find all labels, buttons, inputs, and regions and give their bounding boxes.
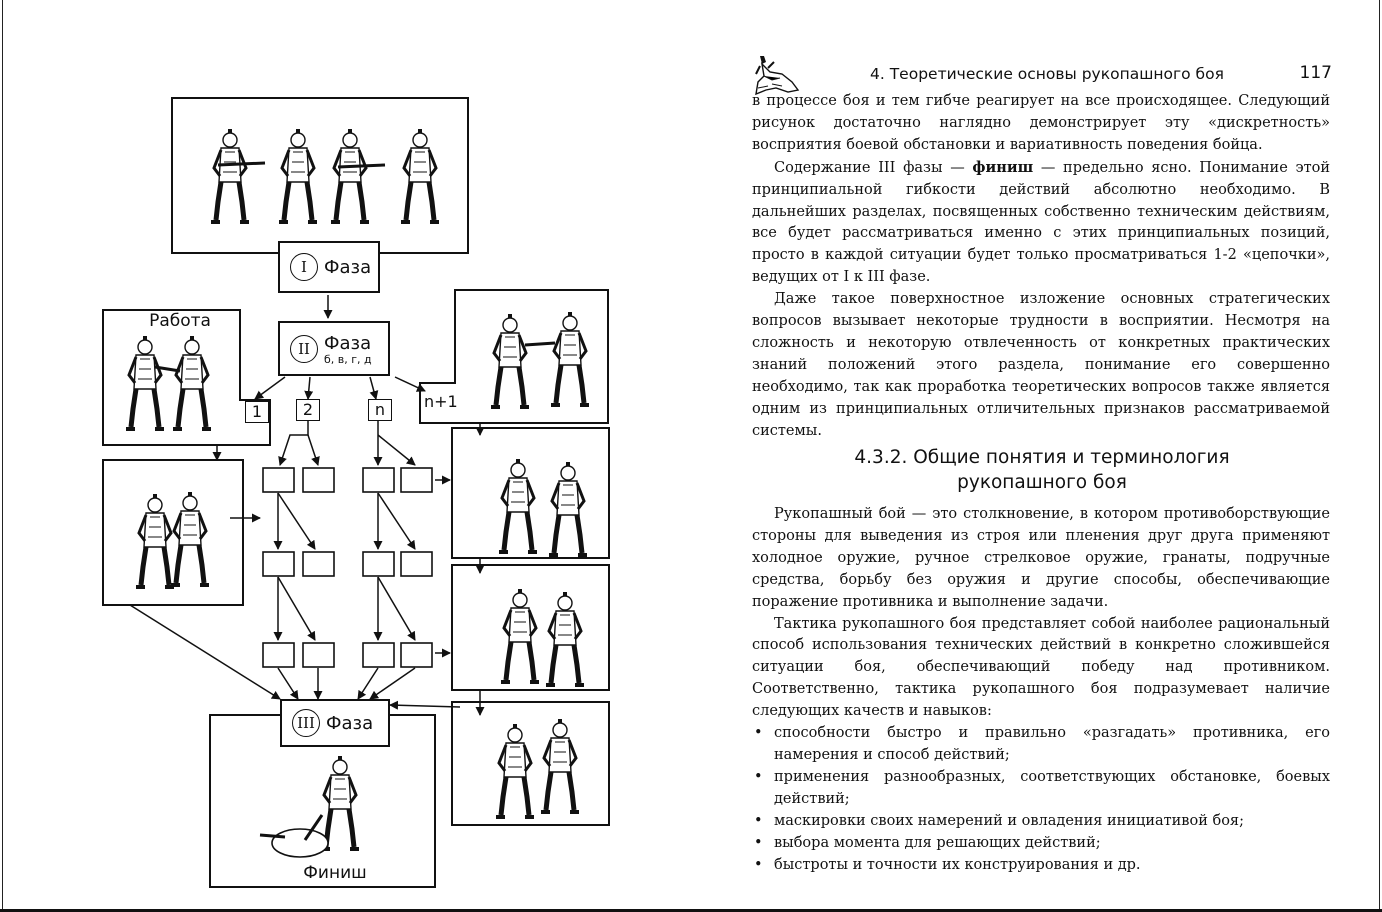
paragraph-continuation: в процессе боя и тем гибче реагирует на … xyxy=(752,93,1330,153)
phase-1-numeral: I xyxy=(290,253,318,281)
list-item: маскировки своих намерений и овладения и… xyxy=(752,811,1330,833)
section-heading-line-1: 4.3.2. Общие понятия и терминология xyxy=(854,447,1230,468)
branch-tag-n: n xyxy=(368,399,392,421)
phase-2-box: II Фаза б, в, г, д xyxy=(278,321,390,376)
work-panel-fighters xyxy=(126,336,211,431)
running-header-title: 4. Теоретические основы рукопашного боя xyxy=(870,65,1224,83)
phase-3-label: Фаза xyxy=(326,712,374,734)
flow-arrows xyxy=(129,295,485,716)
phase-3-box: III Фаза xyxy=(280,699,390,747)
list-item: быстроты и точности их конструирования и… xyxy=(752,855,1330,877)
phase-three-rest: — предельно ясно. Понимание этой принцип… xyxy=(752,159,1330,286)
paragraph-strategic: Даже такое поверхностное изложение основ… xyxy=(752,291,1330,439)
branch-tag-n-plus-1: n+1 xyxy=(424,392,458,411)
fighter-emblem-icon xyxy=(755,56,800,96)
phase-1-label: Фаза xyxy=(324,256,372,278)
scan-edge-left xyxy=(2,0,3,912)
section-heading-line-2: рукопашного боя xyxy=(957,472,1127,493)
phase-three-lead: Содержание III фазы — xyxy=(774,159,973,176)
decision-boxes xyxy=(262,467,433,668)
branch-tag-1: 1 xyxy=(245,401,269,423)
running-header: 4. Теоретические основы рукопашного боя … xyxy=(752,52,1332,96)
section-heading: 4.3.2. Общие понятия и терминология руко… xyxy=(812,445,1272,495)
list-item: способности быстро и правильно «разгадат… xyxy=(752,723,1330,767)
finish-term: финиш xyxy=(972,158,1034,176)
phase-2-numeral: II xyxy=(290,334,318,363)
phase-1-box: I Фаза xyxy=(278,241,380,293)
work-label: Работа xyxy=(149,311,211,331)
list-item: выбора момента для решающих действий; xyxy=(752,833,1330,855)
phase-flow-diagram: Работа I Фаза II Фаза б, в, г, д III Фаз… xyxy=(100,95,615,895)
finish-fighters xyxy=(259,756,359,858)
diagram-drawing xyxy=(102,97,610,888)
paragraph-phase-three: Содержание III фазы — финиш — предельно … xyxy=(752,157,1330,289)
left-middle-panel xyxy=(102,459,244,606)
top-panel-fighters xyxy=(211,129,439,224)
phase-3-numeral: III xyxy=(292,709,320,737)
text-block-bottom: Рукопашный бой — это столкновение, в кот… xyxy=(752,504,1330,876)
scan-edge-bottom xyxy=(0,909,1382,912)
finish-label: Финиш xyxy=(303,863,367,883)
phase-2-sublabel: б, в, г, д xyxy=(324,352,372,366)
skills-list: способности быстро и правильно «разгадат… xyxy=(752,723,1330,876)
scan-edge-right xyxy=(1379,0,1380,912)
paragraph-definition: Рукопашный бой — это столкновение, в кот… xyxy=(752,506,1330,610)
right-page: 4. Теоретические основы рукопашного боя … xyxy=(752,44,1332,894)
list-item: применения разнообразных, соответствующи… xyxy=(752,767,1330,811)
phase-2-label: Фаза xyxy=(324,332,372,354)
page-number: 117 xyxy=(1299,63,1332,83)
paragraph-tactics: Тактика рукопашного боя представляет соб… xyxy=(752,615,1330,720)
branch-tag-2: 2 xyxy=(296,399,320,421)
text-block-top: в процессе боя и тем гибче реагирует на … xyxy=(752,91,1330,443)
